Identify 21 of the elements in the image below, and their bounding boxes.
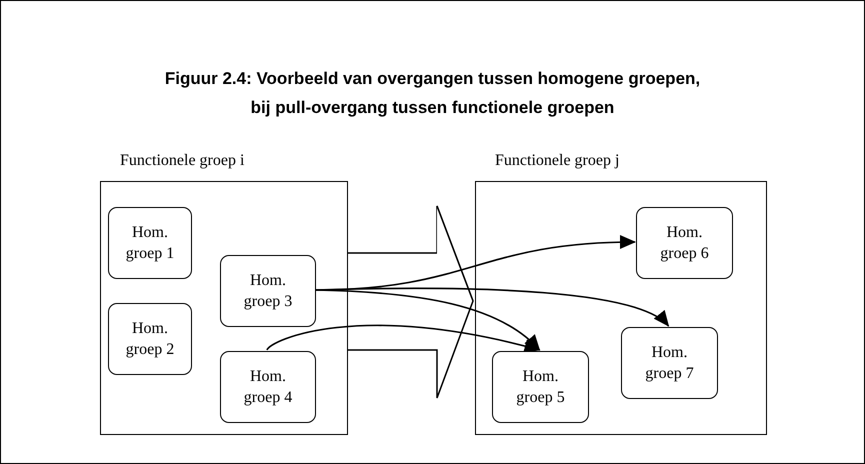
node-label: Hom. groep 3 (242, 271, 294, 312)
arrow (314, 289, 540, 351)
node-label: Hom. groep 1 (124, 223, 176, 264)
group-heading: Functionele groep j (495, 152, 620, 170)
group-node (636, 207, 733, 279)
arrow (266, 324, 540, 354)
group-heading: Functionele groep i (120, 152, 244, 170)
group-node (621, 327, 718, 399)
arrow (314, 288, 670, 327)
node-label: Hom. groep 7 (644, 343, 695, 384)
group-node (220, 255, 316, 327)
group-node (492, 351, 589, 423)
node-label: Hom. groep 2 (124, 319, 176, 360)
node-label: Hom. groep 6 (659, 223, 710, 264)
figure-title: Figuur 2.4: Voorbeeld van overgangen tussen homogene groepen, bij pull-overgang tussen functionele groepen (164, 68, 702, 119)
group-node (108, 303, 192, 375)
block-arrow (347, 205, 474, 399)
group-node (220, 351, 316, 423)
node-label: Hom. groep 5 (515, 367, 566, 408)
group-node (108, 207, 192, 279)
node-label: Hom. groep 4 (242, 367, 294, 408)
